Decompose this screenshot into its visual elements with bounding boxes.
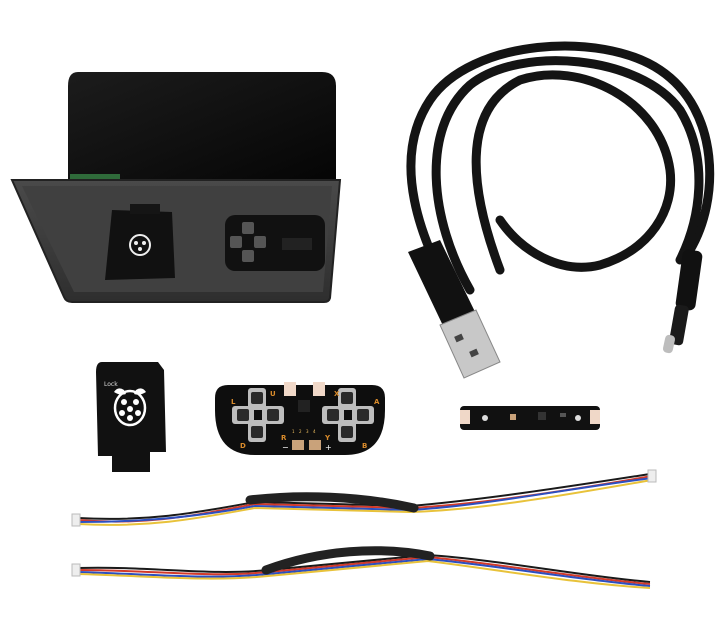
button-label-x: X [334,390,340,398]
sd-lock-label: Lock [104,381,118,388]
pad-label-2: 2 [299,429,302,434]
case-green-edge [70,174,120,180]
case [10,72,342,303]
minus-sign: − [282,443,289,452]
button-label-l: L [231,398,236,406]
gamepad-board: U L D R X A Y B 1 2 3 4 − + [215,382,385,455]
button-label-r: R [281,434,287,442]
usb-a-plug [408,240,501,379]
button-label-b: B [362,442,367,450]
raspberry-logo [113,388,147,427]
plus-button [309,440,321,450]
pad-label-3: 3 [306,429,309,434]
sensor-board [460,406,600,430]
qwiic-cable-2 [71,546,651,589]
button-label-a: A [374,398,380,406]
button-label-u: U [270,390,276,398]
qwiic-cable-1 [71,469,657,527]
pad-label-4: 4 [313,429,316,434]
case-back-panel [68,72,336,182]
case-sd-card [105,204,175,280]
button-label-y: Y [324,434,331,442]
raspberry-logo-small [129,234,151,256]
case-gamepad-board [225,215,325,271]
usb-cable [406,41,715,305]
plus-sign: + [325,443,332,452]
minus-button [292,440,304,450]
button-label-d: D [240,442,246,450]
micro-sd-adapter-card: Lock [96,362,166,472]
usb-c-plug [662,249,703,354]
pad-label-1: 1 [292,429,295,434]
